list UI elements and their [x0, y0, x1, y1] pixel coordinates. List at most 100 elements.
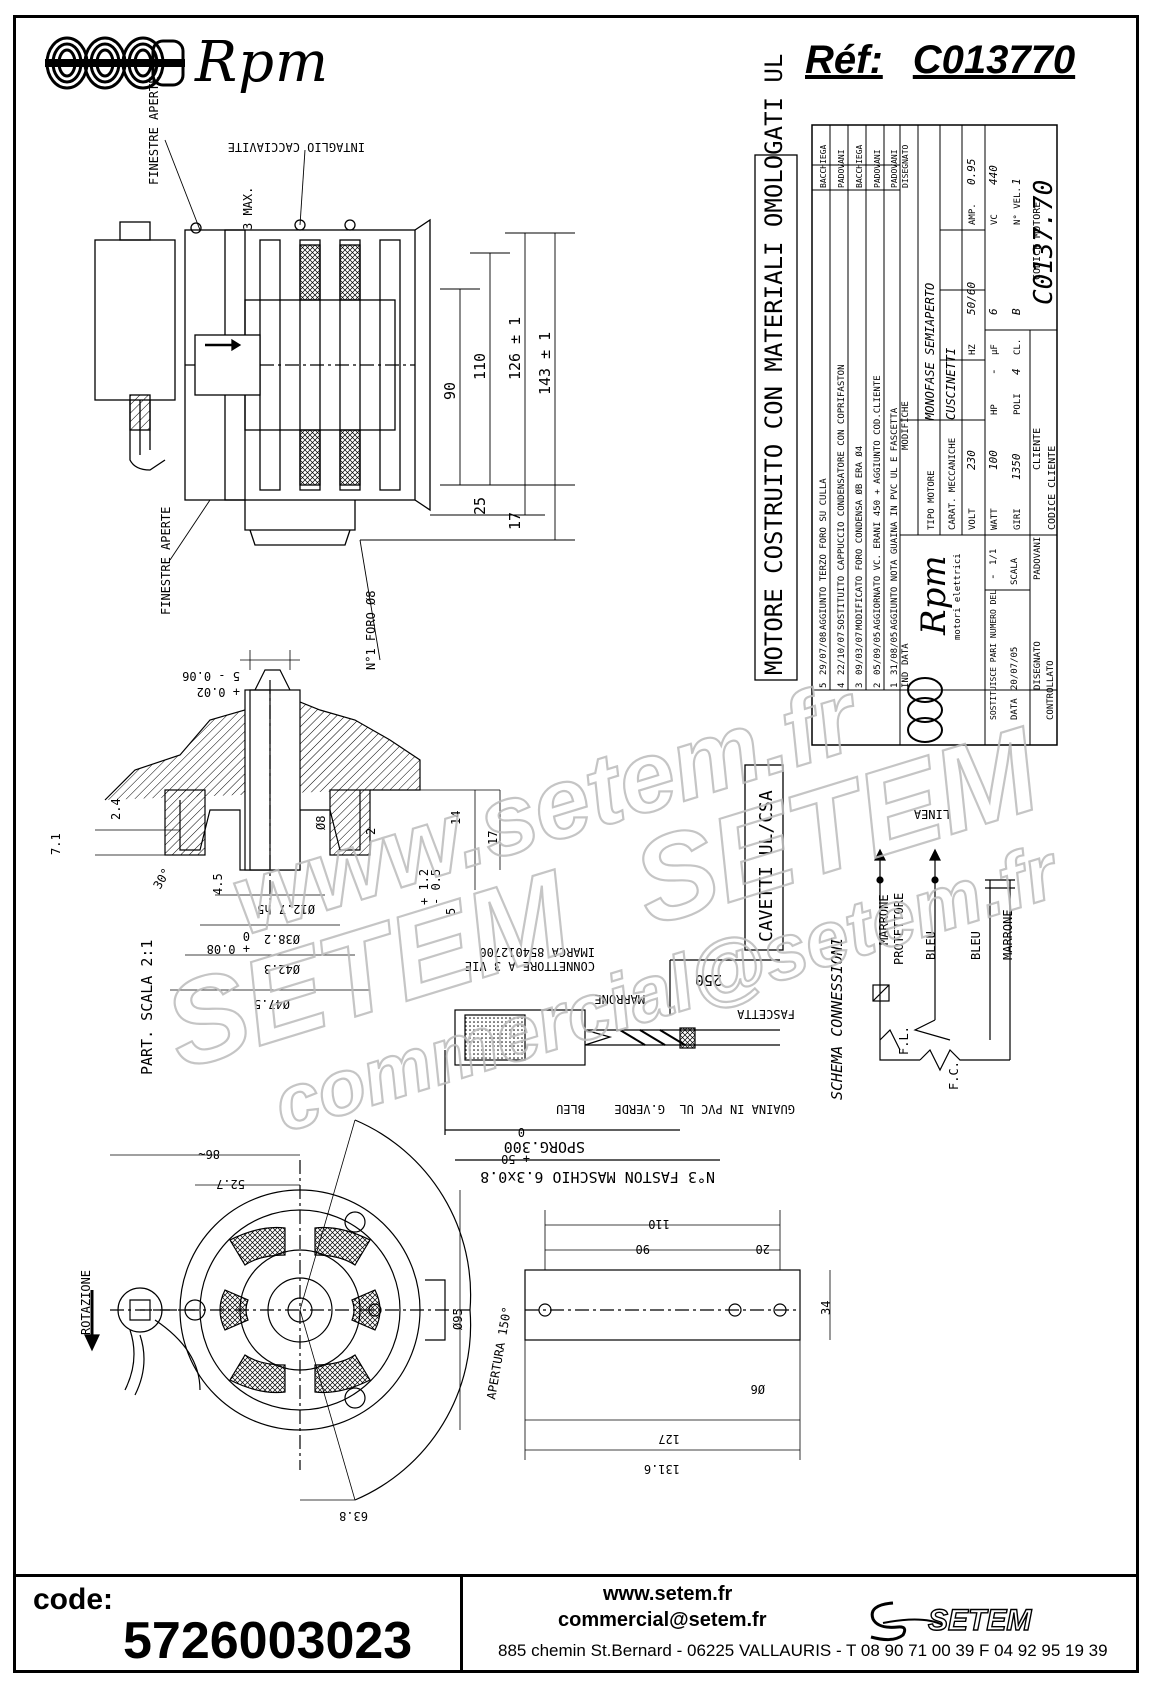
svg-text:30°: 30°: [150, 866, 173, 892]
svg-text:N° VEL.: N° VEL.: [1013, 187, 1023, 225]
svg-text:440: 440: [987, 165, 1000, 185]
svg-text:+ 50: + 50: [501, 1152, 530, 1166]
svg-text:FASCETTA: FASCETTA: [736, 1007, 795, 1021]
svg-text:2: 2: [873, 683, 883, 688]
svg-text:MODIFICATO FORO CONDENSA ØB ER: MODIFICATO FORO CONDENSA ØB ERA Ø4: [854, 446, 865, 630]
svg-text:230: 230: [965, 450, 978, 470]
svg-text:AGGIUNTO TERZO FORO SU CULLA: AGGIUNTO TERZO FORO SU CULLA: [819, 478, 829, 630]
svg-text:CODICE CLIENTE: CODICE CLIENTE: [1047, 446, 1058, 530]
svg-text:CLIENTE: CLIENTE: [1032, 428, 1043, 470]
svg-text:0.95: 0.95: [965, 159, 978, 186]
svg-text:MODIFICHE: MODIFICHE: [901, 401, 911, 450]
ref-label: Réf:: [805, 38, 883, 82]
code-box: code: 5726003023: [13, 1577, 463, 1673]
email-link[interactable]: commercial@setem.fr: [558, 1609, 767, 1631]
svg-text:Ø6: Ø6: [751, 1382, 765, 1396]
svg-text:1: 1: [1010, 178, 1023, 185]
svg-text:3: 3: [855, 683, 865, 688]
svg-text:6: 6: [987, 308, 1000, 315]
motor-code: C0137.70: [1029, 180, 1059, 305]
svg-text:F.L.: F.L.: [897, 1026, 911, 1055]
svg-text:250: 250: [695, 971, 722, 989]
svg-text:100: 100: [987, 450, 1000, 470]
svg-text:110: 110: [648, 1217, 670, 1231]
svg-text:motori elettrici: motori elettrici: [953, 553, 963, 640]
svg-text:1/1: 1/1: [989, 549, 999, 565]
svg-text:CONNETTORE A 3 VIE: CONNETTORE A 3 VIE: [465, 959, 595, 973]
svg-text:PADOVANI: PADOVANI: [873, 149, 882, 188]
wiring-schema: [872, 848, 1015, 1072]
svg-text:DISEGNATO: DISEGNATO: [901, 144, 910, 188]
svg-text:VOLT: VOLT: [968, 508, 978, 530]
cables-note: CAVETTI UL/CSA: [756, 790, 777, 942]
svg-text:22/10/07: 22/10/07: [837, 632, 847, 675]
svg-text:N°3 FASTON MASCHIO 6.3x0.8: N°3 FASTON MASCHIO 6.3x0.8: [480, 1168, 715, 1186]
address: 885 chemin St.Bernard - 06225 VALLAURIS …: [498, 1641, 1108, 1660]
svg-text:GIRI: GIRI: [1013, 508, 1023, 530]
svg-text:4: 4: [1010, 368, 1023, 375]
svg-text:127: 127: [658, 1432, 680, 1446]
svg-text:90: 90: [636, 1242, 650, 1256]
svg-text:DATA: DATA: [901, 643, 911, 665]
svg-text:34: 34: [819, 1301, 833, 1315]
svg-text:SCALA: SCALA: [1010, 557, 1020, 585]
side-view: [94, 139, 575, 661]
svg-text:TIPO MOTORE: TIPO MOTORE: [927, 470, 937, 530]
svg-text:+ 0.02: + 0.02: [197, 685, 240, 699]
max3-label: 3 MAX.: [241, 187, 255, 230]
svg-text:CODICE MOTORE: CODICE MOTORE: [1032, 202, 1043, 280]
svg-text:50/60: 50/60: [965, 282, 978, 315]
svg-text:20/07/05: 20/07/05: [1010, 647, 1020, 690]
svg-text:F.C.: F.C.: [947, 1061, 961, 1090]
svg-text:G.VERDE: G.VERDE: [614, 1102, 665, 1116]
code-value: 5726003023: [123, 1612, 413, 1670]
svg-text:7.1: 7.1: [49, 833, 63, 855]
svg-text:AGGIORNATO VC. ERANI 450 + AGG: AGGIORNATO VC. ERANI 450 + AGGIUNTO COD.…: [873, 375, 883, 630]
svg-text:VC: VC: [990, 214, 1000, 225]
svg-text:+ 0.08: + 0.08: [207, 942, 250, 956]
cables-note-box: [744, 764, 784, 951]
svg-text:-: -: [986, 573, 999, 580]
dim-25: 25: [471, 497, 489, 515]
materials-note-box: [754, 154, 798, 681]
svg-text:BLEU: BLEU: [969, 931, 983, 960]
svg-text:IND: IND: [901, 672, 911, 688]
title-block-brand: Rpm: [914, 555, 954, 636]
svg-text:µF: µF: [990, 344, 1000, 355]
windows-bottom-label: FINESTRE APERTE: [159, 507, 173, 615]
setem-logo: SETEM: [870, 1601, 1033, 1642]
svg-text:4.5: 4.5: [211, 873, 225, 895]
dim-126: 126 ± 1: [506, 317, 524, 380]
svg-text:BACCHIEGA: BACCHIEGA: [819, 144, 828, 188]
svg-text:CONTROLLATO: CONTROLLATO: [1046, 660, 1056, 720]
drawing-frame: [13, 15, 1139, 1673]
svg-text:DISEGNATO: DISEGNATO: [1033, 641, 1043, 690]
svg-text:CL.: CL.: [1013, 339, 1023, 355]
screwdriver-slot-label: INTAGLIO CACCIAVITE: [228, 140, 365, 154]
svg-text:14: 14: [449, 811, 463, 825]
technical-drawing: FINESTRE APERTE INTAGLIO CACCIAVITE 3 MA…: [49, 54, 1071, 1523]
svg-text:BACCHIEGA: BACCHIEGA: [855, 144, 864, 188]
svg-text:HZ: HZ: [968, 344, 978, 355]
setem-swoosh-icon: [870, 1601, 907, 1642]
svg-text:-: -: [987, 368, 1000, 375]
svg-text:20: 20: [756, 1242, 770, 1256]
code-label: code:: [33, 1583, 114, 1616]
reference-number: Réf:C013770: [805, 38, 1075, 83]
svg-text:BLEU: BLEU: [924, 931, 938, 960]
svg-text:SOSTITUISCE PARI NUMERO DEL: SOSTITUISCE PARI NUMERO DEL: [989, 590, 998, 720]
svg-text:Ø12.7 h5: Ø12.7 h5: [257, 902, 315, 916]
svg-text:SPORG.300: SPORG.300: [504, 1138, 585, 1156]
scale-note: PART. SCALA 2:1: [138, 940, 156, 1075]
svg-text:WATT: WATT: [990, 508, 1000, 530]
website-link[interactable]: www.setem.fr: [603, 1583, 733, 1605]
svg-text:MARRONE: MARRONE: [1001, 909, 1015, 960]
svg-text:+ 1.2: + 1.2: [417, 869, 431, 905]
svg-text:Ø8: Ø8: [314, 816, 328, 830]
svg-text:17: 17: [486, 831, 500, 845]
svg-text:5: 5: [444, 908, 458, 915]
materials-note: MOTORE COSTRUITO CON MATERIALI OMOLOGATI…: [760, 54, 788, 675]
dim-143: 143 ± 1: [536, 332, 554, 395]
svg-text:1: 1: [890, 683, 900, 688]
svg-text:63.8: 63.8: [339, 1509, 368, 1523]
